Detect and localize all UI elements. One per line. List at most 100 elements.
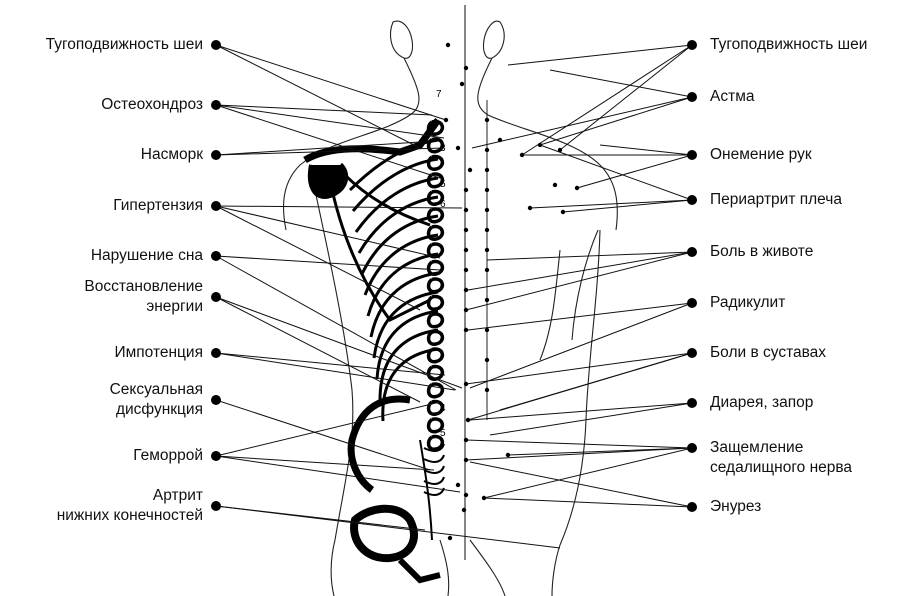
acupoint-dot [446,43,450,47]
bullet-right-3 [687,150,697,160]
acupoint-dot [464,208,468,212]
bullet-right-1 [687,40,697,50]
label-line: Насморк [141,145,203,165]
label-line: Радикулит [710,293,785,313]
leader-line [484,448,692,498]
label-line: Защемление [710,438,852,458]
leader-line [470,303,692,388]
vertebra-7 [429,227,443,240]
bullet-right-2 [687,92,697,102]
acupoint-dot [485,228,489,232]
acupoint-dot [485,168,489,172]
label-left-2: Остеохондроз [101,95,203,115]
iliac-crest [351,399,410,490]
vertebra-8 [429,244,443,257]
vertebra-13 [429,332,443,345]
acupoint-dot [561,210,565,214]
leader-line [216,206,462,208]
leader-line [470,403,692,420]
label-left-1: Тугоподвижность шеи [46,35,203,55]
leader-lines [216,45,692,548]
acupoint-dot [464,458,468,462]
acupoints [444,43,579,540]
label-line: Тугоподвижность шеи [46,35,203,55]
label-left-4: Гипертензия [113,196,203,216]
leader-line [466,252,692,310]
label-right-2: Астма [710,87,754,107]
label-left-8: Сексуальнаядисфункция [110,380,203,420]
leader-line [508,448,692,455]
pelvis [351,399,440,580]
acupoint-dot [485,268,489,272]
vertebra-10 [429,279,443,292]
label-right-3: Онемение рук [710,145,812,165]
bullet-right-9 [687,443,697,453]
bullet-right-10 [687,502,697,512]
acupoint-dot [485,248,489,252]
leader-line [508,45,692,65]
bullet-left-1 [211,40,221,50]
acupoint-dot [466,418,470,422]
label-line: нижних конечностей [57,506,203,526]
acupoint-dot [553,183,557,187]
label-right-6: Радикулит [710,293,785,313]
rib-2 [353,159,438,211]
acupoint-dot [464,268,468,272]
leader-line [560,45,692,150]
label-line: Сексуальная [110,380,203,400]
label-left-3: Насморк [141,145,203,165]
acupoint-dot [485,298,489,302]
shoulder-joint [311,165,345,196]
acupoint-dot [464,382,468,386]
leader-line [216,400,430,470]
label-right-1: Тугоподвижность шеи [710,35,867,55]
leader-line [500,353,692,410]
bullet-left-6 [211,292,221,302]
leader-line [540,97,692,145]
acupoint-dot [485,208,489,212]
label-line: Периартрит плеча [710,190,842,210]
label-left-9: Геморрой [133,446,203,466]
sacrum-edge [420,440,432,540]
vertebra-number: 7 [436,89,442,100]
vertebra-14 [429,349,443,362]
acupoint-dot [498,138,502,142]
acupoint-dot [528,206,532,210]
label-line: Нарушение сна [91,246,203,266]
leader-line [216,45,446,120]
acupoint-dot [485,388,489,392]
acupoint-dot [485,118,489,122]
left-side [316,195,353,596]
acupoint-dot [464,66,468,70]
acupoint-dot [485,358,489,362]
bullet-right-5 [687,247,697,257]
acupoint-dot [448,536,452,540]
leader-line [466,440,692,448]
label-line: Боли в суставах [710,343,826,363]
sacral-segment-2 [424,455,444,462]
back-outline [284,21,618,596]
bullet-left-2 [211,100,221,110]
leader-line [522,45,692,155]
left-neck-shoulder [284,58,419,230]
vertebra-11 [429,297,443,310]
label-line: Импотенция [114,343,203,363]
label-left-5: Нарушение сна [91,246,203,266]
acupoint-dot [485,188,489,192]
label-line: Онемение рук [710,145,812,165]
label-line: Артрит [57,486,203,506]
leader-line [563,200,692,212]
acupoint-dot [464,493,468,497]
bullet-left-4 [211,201,221,211]
label-right-4: Периартрит плеча [710,190,842,210]
vertebra-15 [429,367,443,380]
label-left-6: Восстановлениеэнергии [84,277,203,317]
vertebra-number: 3 [440,143,446,154]
label-line: Гипертензия [113,196,203,216]
acupoint-dot [464,328,468,332]
leader-line [472,97,692,148]
label-line: Тугоподвижность шеи [710,35,867,55]
label-right-7: Боли в суставах [710,343,826,363]
